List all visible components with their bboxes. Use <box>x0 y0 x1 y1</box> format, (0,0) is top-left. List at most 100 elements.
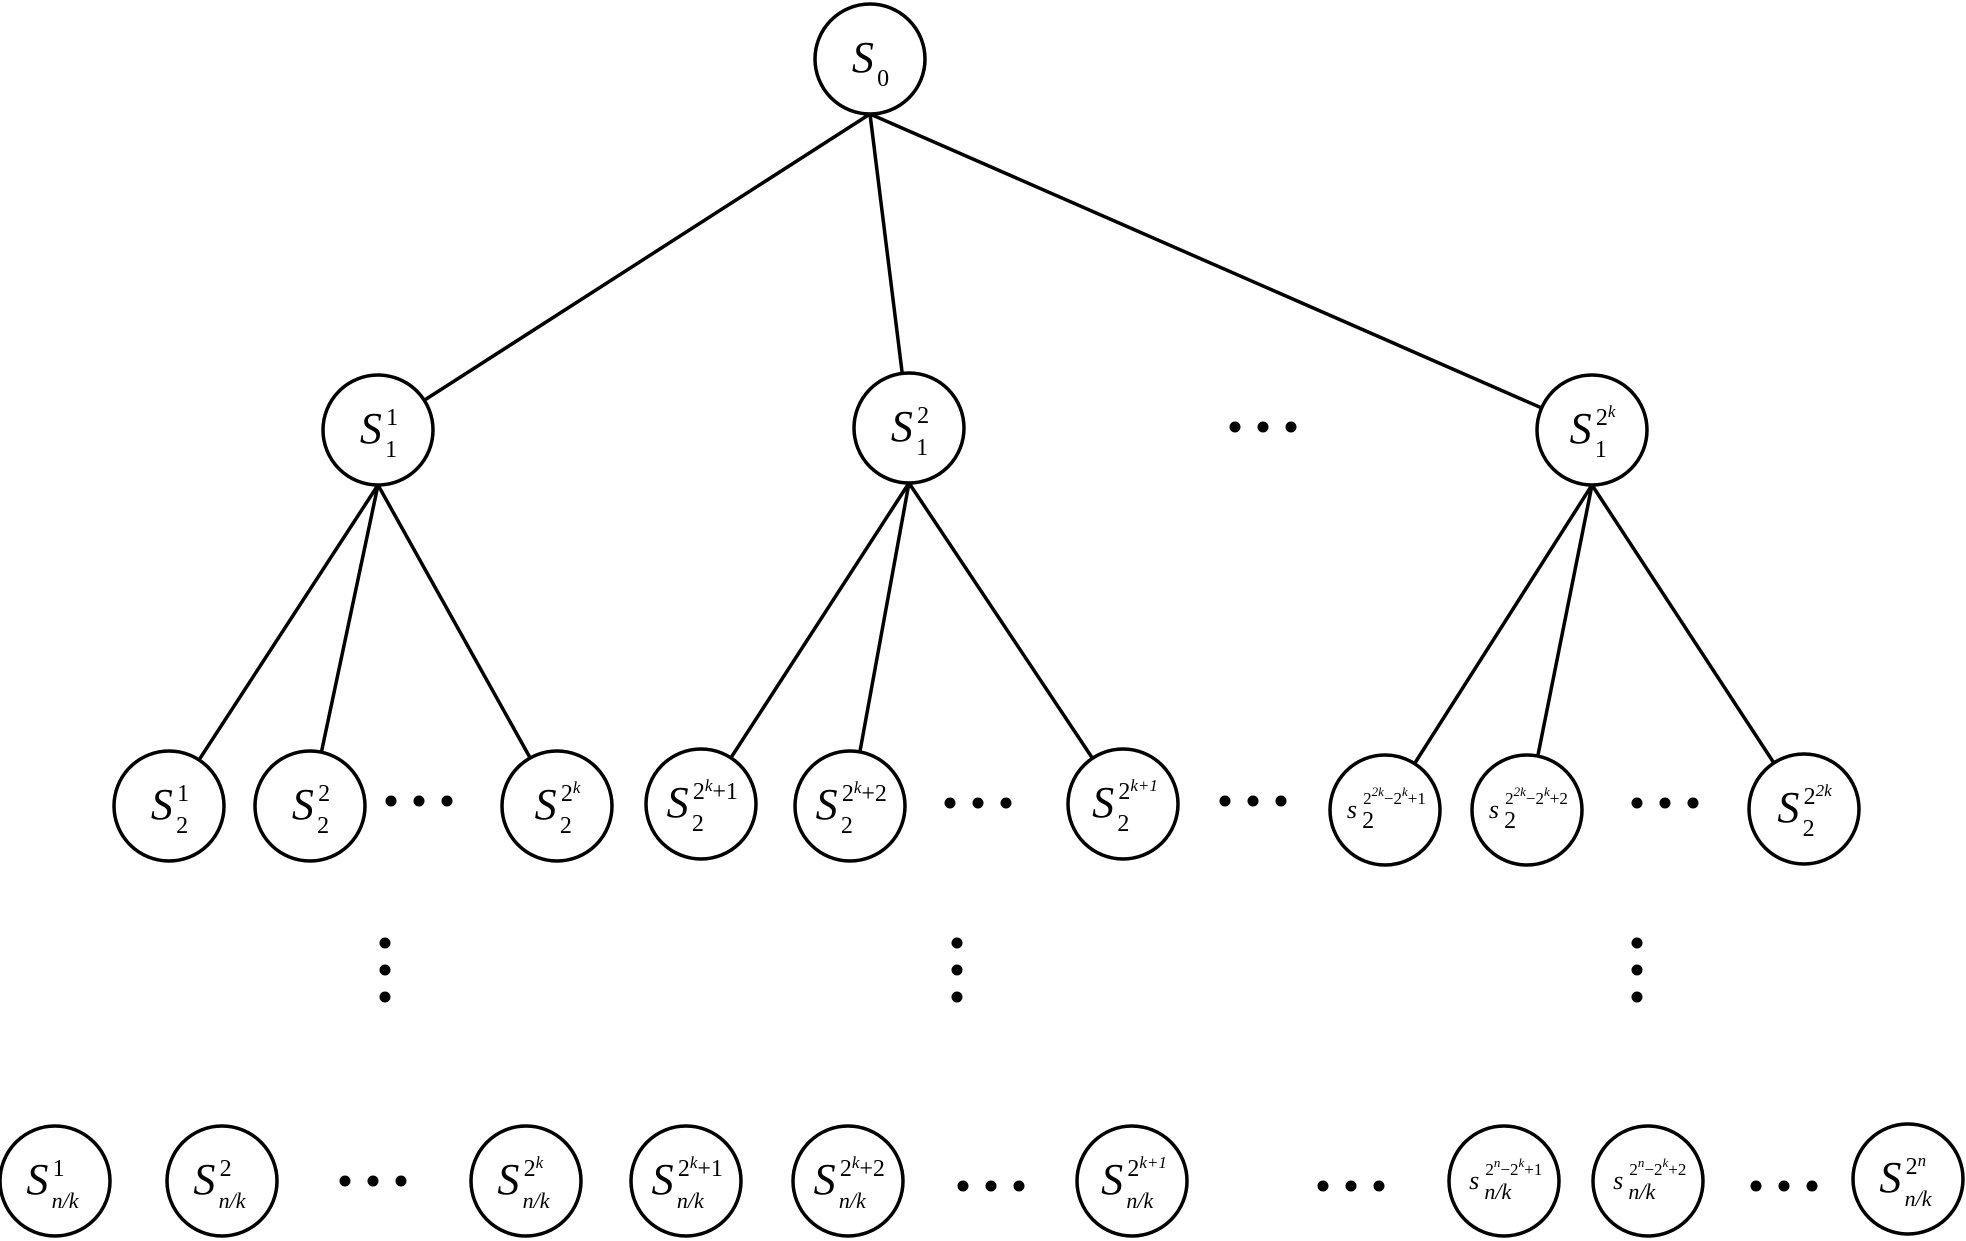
node-circle <box>469 1124 583 1238</box>
node-label-subscript: 2 <box>841 813 853 839</box>
vertical-ellipsis <box>951 937 963 1003</box>
node-label-superscript: +1 <box>697 1156 723 1182</box>
node-label-base: s <box>1613 1166 1623 1195</box>
horizontal-ellipsis <box>1229 421 1297 433</box>
node-label-superscript: n <box>1494 1155 1501 1170</box>
node-label-subscript: 1 <box>916 435 928 461</box>
ellipsis-dot <box>1013 1180 1025 1192</box>
edge-a2-b4 <box>729 482 911 759</box>
node-label-superscript: +2 <box>1550 789 1568 808</box>
ellipsis-dot <box>1631 797 1643 809</box>
horizontal-ellipsis <box>1219 795 1287 807</box>
edge-r-a3 <box>869 112 1543 410</box>
node-label-subscript: 2 <box>317 813 329 839</box>
node-circle <box>793 749 907 863</box>
node-label-superscript: 2 <box>1363 789 1372 808</box>
node-label-superscript: +2 <box>859 1156 885 1182</box>
node-label-base: S <box>852 33 874 82</box>
vertical-ellipsis <box>1631 937 1643 1003</box>
ellipsis-dot <box>1806 1180 1818 1192</box>
node-label-superscript: 2k <box>1514 784 1527 799</box>
node-label-base: S <box>1570 404 1592 453</box>
node-label-superscript: 2k <box>1816 781 1833 800</box>
node-label-subscript: 2 <box>560 813 572 839</box>
ellipsis-dot <box>413 795 425 807</box>
node-circle <box>1075 1124 1189 1238</box>
ellipsis-dot <box>1275 795 1287 807</box>
ellipsis-dot <box>1345 1180 1357 1192</box>
node-label-superscript: k <box>705 776 713 795</box>
ellipsis-dot <box>1659 797 1671 809</box>
edge-a3-b7 <box>1413 484 1594 765</box>
edge-a1-b1 <box>197 484 380 761</box>
node-label-superscript: 1 <box>386 405 398 431</box>
node-label-subscript: 1 <box>1595 437 1607 463</box>
ellipsis-dot <box>1750 1180 1762 1192</box>
node-label-base: S <box>891 402 913 451</box>
node-label-subscript: 2 <box>176 813 188 839</box>
node-circle <box>1447 1124 1561 1238</box>
horizontal-ellipsis <box>385 795 453 807</box>
node-circle <box>500 749 614 863</box>
node-label-superscript: 2 <box>1485 1160 1494 1179</box>
node-label-superscript: k <box>1518 1155 1524 1170</box>
ellipsis-dot <box>1257 421 1269 433</box>
edge-a2-b5 <box>858 482 911 753</box>
node-label-base: S <box>193 1155 215 1204</box>
node-label-subscript: n/k <box>839 1188 867 1213</box>
ellipsis-dot <box>1317 1180 1329 1192</box>
node-label-base: S <box>816 780 838 829</box>
ellipsis-dot <box>972 797 984 809</box>
node-label-superscript: k <box>690 1153 698 1172</box>
node-label-superscript: 2 <box>561 781 573 807</box>
node-label-base: S <box>1092 778 1114 827</box>
node-label-superscript: 2 <box>524 1156 536 1182</box>
node-label-base: S <box>151 780 173 829</box>
ellipsis-dot <box>957 1180 969 1192</box>
node-label-superscript: k <box>573 778 581 797</box>
node-label-subscript: n/k <box>1484 1179 1512 1204</box>
ellipsis-dot <box>1631 964 1643 976</box>
node-label-superscript: 2 <box>678 1156 690 1182</box>
node-label-superscript: 2 <box>220 1156 232 1182</box>
node-circle <box>0 1124 112 1238</box>
node-label-superscript: 2 <box>1596 405 1608 431</box>
node-label-superscript: 2k <box>1372 784 1385 799</box>
node-label-superscript: 2 <box>1906 1154 1918 1180</box>
ellipsis-dot <box>1778 1180 1790 1192</box>
node-label-base: S <box>814 1155 836 1204</box>
ellipsis-dot <box>379 937 391 949</box>
node-label-base: S <box>1879 1153 1901 1202</box>
node-circle <box>1591 1124 1705 1238</box>
node-circle <box>321 373 435 487</box>
node-label-subscript: n/k <box>52 1188 80 1213</box>
ellipsis-dot <box>339 1175 351 1187</box>
node-label-superscript: k <box>854 778 862 797</box>
edge-a3-b8 <box>1536 484 1594 757</box>
node-label-superscript: +2 <box>1668 1160 1686 1179</box>
node-label-subscript: n/k <box>1126 1188 1154 1213</box>
node-circle <box>629 1124 743 1238</box>
ellipsis-dot <box>385 795 397 807</box>
node-label-subscript: 0 <box>877 66 889 92</box>
horizontal-ellipsis <box>957 1180 1025 1192</box>
node-label-base: S <box>1101 1155 1123 1204</box>
